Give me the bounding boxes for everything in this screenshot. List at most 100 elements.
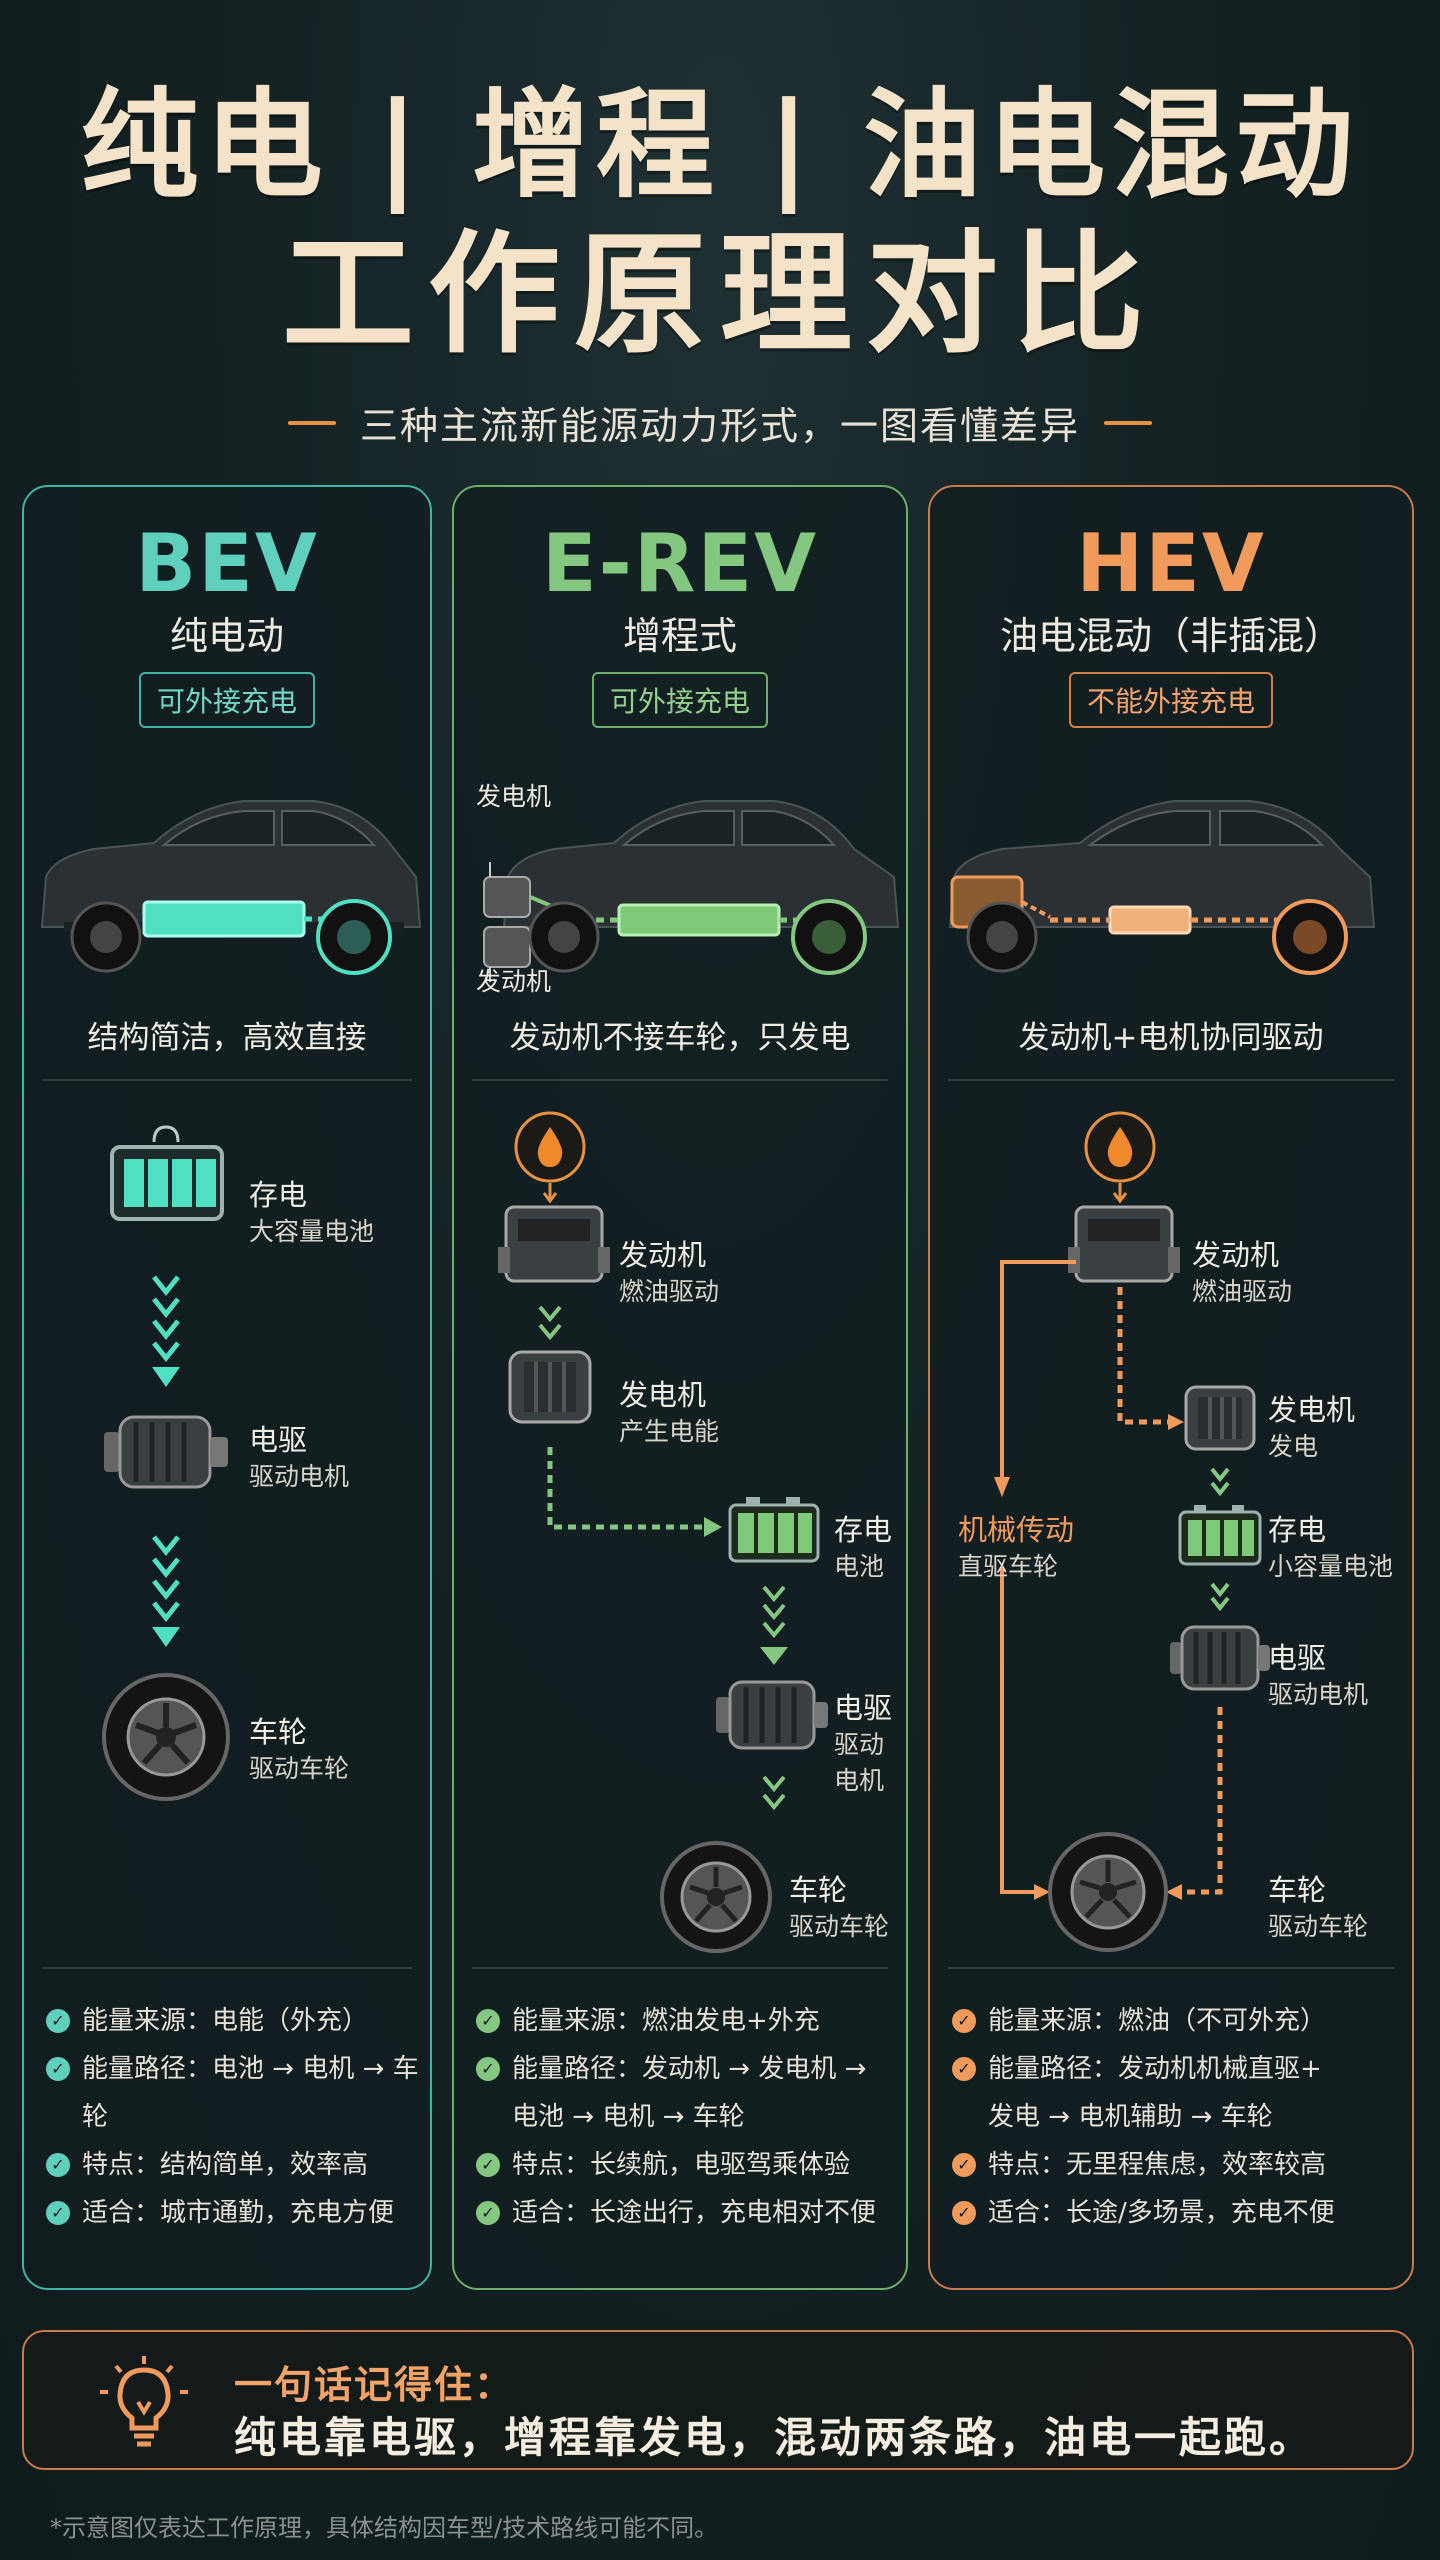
wheel-icon (1048, 1832, 1168, 1952)
bev-name: 纯电动 (169, 614, 284, 658)
erev-divider (472, 1079, 888, 1081)
bev-tagline: 结构简洁，高效直接 (87, 1020, 367, 1056)
check-icon: ✓ (952, 2153, 976, 2177)
hev-node-motor-title: 电驱 (1268, 1641, 1327, 1675)
erev-node-motor-sub: 驱动电机 (834, 1730, 885, 1795)
erev-car-label-generator: 发电机 (476, 782, 552, 811)
check-icon: ✓ (46, 2009, 70, 2033)
erev-node-battery-sub: 电池 (834, 1552, 885, 1581)
check-icon: ✓ (476, 2057, 500, 2081)
hev-node-battery-sub: 小容量电池 (1268, 1552, 1394, 1581)
battery-icon (110, 1125, 224, 1221)
hev-divider-notes (948, 1967, 1394, 1969)
motor-icon (1170, 1625, 1270, 1691)
note-item: ✓能量来源：电能（外充） (46, 1997, 420, 2045)
check-icon: ✓ (476, 2009, 500, 2033)
fuel-drop-icon (514, 1111, 586, 1183)
erev-car-illustration (483, 800, 900, 982)
check-icon: ✓ (952, 2201, 976, 2225)
check-icon: ✓ (46, 2153, 70, 2177)
front-wheel-icon (70, 901, 142, 973)
hev-node-engine-sub: 燃油驱动 (1192, 1277, 1293, 1306)
motor-icon (104, 1415, 228, 1489)
erev-divider-notes (472, 1967, 888, 1969)
rear-wheel-icon (316, 899, 392, 975)
generator-icon (508, 1350, 592, 1424)
erev-node-wheel-sub: 驱动车轮 (789, 1912, 890, 1941)
front-wheel-icon (966, 901, 1038, 973)
note-item: ✓能量来源：燃油（不可外充） (952, 1997, 1402, 2045)
hev-charge-badge: 不能外接充电 (1068, 672, 1273, 728)
note-item: ✓特点：长续航，电驱驾乘体验 (476, 2141, 896, 2189)
battery-icon (1178, 1505, 1262, 1566)
check-icon: ✓ (46, 2057, 70, 2081)
note-item: ✓能量来源：燃油发电+外充 (476, 1997, 896, 2045)
summary-text: 纯电靠电驱，增程靠发电，混动两条路，油电一起跑。 (234, 2413, 1315, 2462)
erev-tagline: 发动机不接车轮，只发电 (509, 1020, 851, 1056)
hev-abbr: HEV (1076, 517, 1266, 610)
generator-icon (1184, 1385, 1256, 1451)
check-icon: ✓ (952, 2009, 976, 2033)
lightbulb-icon (100, 2356, 188, 2447)
bev-car-illustration (40, 800, 422, 975)
hev-name: 油电混动（非插混） (999, 614, 1342, 658)
erev-notes: ✓能量来源：燃油发电+外充 ✓能量路径：发动机 → 发电机 → 电池 → 电机 … (476, 1997, 896, 2237)
bev-node-motor-sub: 驱动电机 (249, 1462, 350, 1491)
erev-charge-badge: 可外接充电 (591, 672, 768, 728)
bev-charge-badge: 可外接充电 (138, 672, 315, 728)
bev-node-battery-title: 存电 (249, 1178, 308, 1212)
rear-wheel-icon (791, 899, 867, 975)
subtitle-dash-right (1104, 420, 1152, 425)
bev-divider-notes (42, 1967, 412, 1969)
wheel-icon (660, 1841, 772, 1953)
erev-node-battery-title: 存电 (834, 1513, 893, 1547)
subtitle-row: 三种主流新能源动力形式，一图看懂差异 (0, 395, 1440, 450)
engine-icon (498, 1205, 610, 1283)
wheel-icon (102, 1673, 230, 1801)
hev-node-battery-title: 存电 (1268, 1513, 1327, 1547)
hev-node-wheel-title: 车轮 (1268, 1873, 1327, 1907)
erev-node-generator-title: 发电机 (619, 1378, 707, 1412)
front-wheel-icon (528, 901, 600, 973)
engine-icon (1068, 1205, 1180, 1283)
hev-flow-diagram (994, 1111, 1270, 1952)
car-body-icon (948, 800, 1376, 928)
erev-column: E-REV 增程式 可外接充电 发电机 发动机 发动机不接车轮，只发电 (452, 485, 908, 2290)
erev-node-wheel-title: 车轮 (789, 1873, 848, 1907)
note-item: ✓特点：无里程焦虑，效率较高 (952, 2141, 1402, 2189)
erev-node-motor-title: 电驱 (834, 1691, 893, 1725)
note-item: ✓特点：结构简单，效率高 (46, 2141, 420, 2189)
bev-abbr: BEV (135, 517, 319, 610)
hev-node-engine-title: 发动机 (1192, 1238, 1280, 1272)
erev-flow-diagram (498, 1111, 828, 1953)
summary-heading: 一句话记得住： (234, 2363, 515, 2407)
check-icon: ✓ (46, 2201, 70, 2225)
hev-node-motor-sub: 驱动电机 (1268, 1680, 1369, 1709)
note-item: ✓能量路径：电池 → 电机 → 车轮 (46, 2045, 420, 2141)
erev-car-label-engine: 发动机 (476, 967, 552, 996)
title-line-1: 纯电 | 增程 | 油电混动 (80, 76, 1360, 214)
check-icon: ✓ (476, 2153, 500, 2177)
battery-icon (728, 1497, 820, 1563)
fuel-drop-icon (1084, 1111, 1156, 1183)
hev-car-illustration (948, 800, 1376, 975)
summary-box: 一句话记得住： 纯电靠电驱，增程靠发电，混动两条路，油电一起跑。 (22, 2330, 1414, 2470)
bev-node-motor-title: 电驱 (249, 1423, 308, 1457)
bev-node-wheel-sub: 驱动车轮 (249, 1754, 350, 1783)
subtitle: 三种主流新能源动力形式，一图看懂差异 (359, 404, 1080, 448)
note-item: ✓适合：城市通勤，充电方便 (46, 2189, 420, 2237)
bev-flow-diagram (102, 1125, 230, 1801)
check-icon: ✓ (476, 2201, 500, 2225)
bev-node-battery-sub: 大容量电池 (249, 1217, 375, 1246)
note-item: ✓能量路径：发动机机械直驱+ 发电 → 电机辅助 → 车轮 (952, 2045, 1402, 2141)
down-arrow-icon (152, 1535, 180, 1647)
hev-node-wheel-sub: 驱动车轮 (1268, 1912, 1369, 1941)
hev-notes: ✓能量来源：燃油（不可外充） ✓能量路径：发动机机械直驱+ 发电 → 电机辅助 … (952, 1997, 1402, 2237)
car-body-icon (502, 800, 900, 928)
erev-abbr: E-REV (541, 517, 818, 610)
footnote: *示意图仅表达工作原理，具体结构因车型/技术路线可能不同。 (50, 2514, 719, 2542)
hev-tagline: 发动机+电机协同驱动 (1018, 1020, 1324, 1056)
erev-name: 增程式 (622, 614, 737, 658)
check-icon: ✓ (952, 2057, 976, 2081)
bev-node-wheel-title: 车轮 (249, 1715, 308, 1749)
